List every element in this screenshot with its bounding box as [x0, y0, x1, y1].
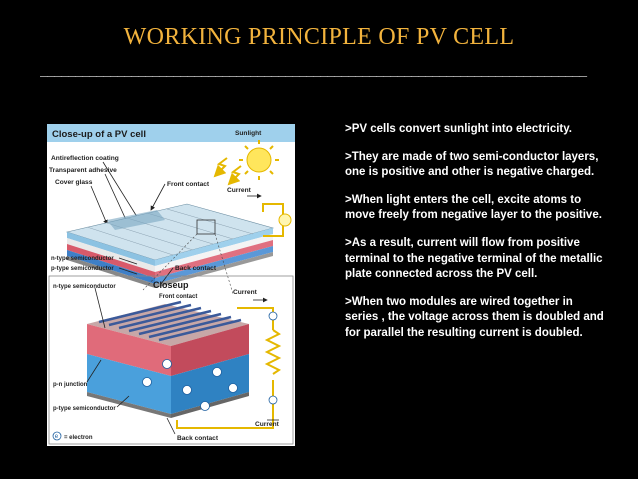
- pv-cell-diagram: Close-up of a PV cell Sunlight Antirefle…: [47, 124, 295, 446]
- bullet-2: >They are made of two semi-conductor lay…: [345, 150, 599, 179]
- label-antireflection: Antireflection coating: [51, 155, 119, 162]
- label-closeup: Closeup: [153, 280, 189, 290]
- sun-icon: [239, 140, 279, 180]
- top-circuit-wire: [262, 203, 284, 237]
- label-p-type-closeup: p-type semiconductor: [53, 406, 116, 412]
- label-pn-junction: p-n junction: [53, 382, 88, 388]
- bullet-1: >PV cells convert sunlight into electric…: [345, 123, 572, 135]
- label-front-contact: Front contact: [167, 181, 210, 188]
- figure-header: Close-up of a PV cell: [52, 129, 146, 140]
- title-underline: ________________________________________…: [40, 62, 587, 79]
- bullet-list: >PV cells convert sunlight into electric…: [345, 122, 607, 354]
- bullet-4: >As a result, current will flow from pos…: [345, 236, 603, 281]
- label-current-bottom: Current: [255, 421, 280, 428]
- sunlight-rays: [213, 157, 242, 186]
- closeup-block: [87, 300, 249, 418]
- bullet-5: >When two modules are wired together in …: [345, 295, 604, 339]
- label-back-contact-closeup: Back contact: [177, 435, 219, 442]
- label-adhesive: Transparent adhesive: [49, 167, 117, 174]
- pv-cell-slab: [65, 203, 275, 288]
- label-current-closeup: Current: [233, 289, 258, 296]
- label-electron: = electron: [64, 435, 93, 441]
- figure-header-band: [47, 124, 295, 142]
- slide-title: WORKING PRINCIPLE OF PV CELL: [123, 24, 515, 50]
- electron-legend-icon: [52, 431, 62, 441]
- bulb-icon: [278, 213, 292, 227]
- closeup-frame: [48, 275, 294, 445]
- label-current: Current: [227, 187, 252, 194]
- label-cover-glass: Cover glass: [55, 179, 93, 186]
- label-front-contact-closeup: Front contact: [159, 294, 197, 300]
- electron-legend-symbol: e: [55, 434, 59, 440]
- label-back-contact: Back contact: [175, 265, 217, 272]
- label-sunlight: Sunlight: [235, 130, 262, 137]
- label-p-type: p-type semiconductor: [51, 266, 114, 272]
- bullet-3: >When light enters the cell, excite atom…: [345, 193, 602, 222]
- label-n-type: n-type semiconductor: [51, 256, 114, 262]
- label-n-type-closeup: n-type semiconductor: [53, 284, 116, 290]
